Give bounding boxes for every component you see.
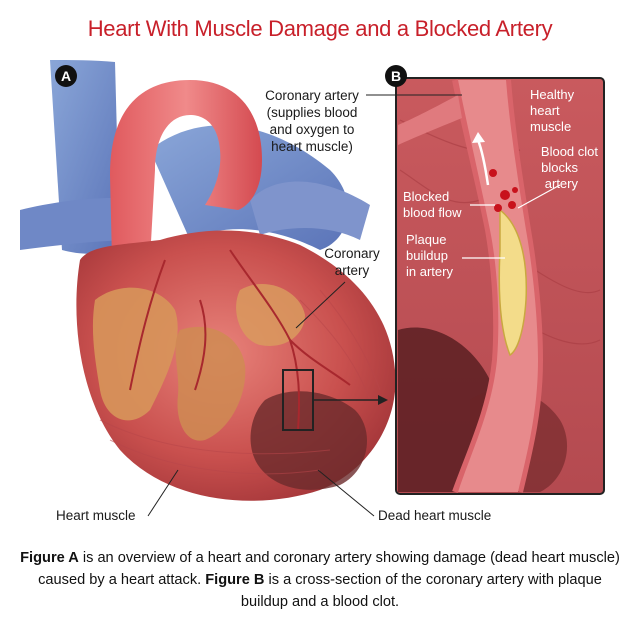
svg-text:(supplies blood: (supplies blood xyxy=(267,105,358,120)
caption-figure-b: Figure B xyxy=(205,572,265,588)
label-healthy-muscle: Healthy heart muscle xyxy=(530,87,575,134)
svg-text:in artery: in artery xyxy=(406,264,453,279)
svg-text:Blood clot: Blood clot xyxy=(541,144,598,159)
svg-text:heart muscle): heart muscle) xyxy=(271,139,353,154)
svg-text:blocks: blocks xyxy=(541,160,578,175)
figure-caption: Figure A is an overview of a heart and c… xyxy=(14,547,626,613)
svg-text:Plaque: Plaque xyxy=(406,232,446,247)
badge-a xyxy=(55,65,77,87)
svg-text:heart: heart xyxy=(530,103,560,118)
label-plaque: Plaque buildup in artery xyxy=(406,232,453,279)
label-dead-heart-muscle: Dead heart muscle xyxy=(378,508,491,523)
svg-text:Coronary: Coronary xyxy=(324,246,380,261)
badge-b xyxy=(385,65,407,87)
figure-title: Heart With Muscle Damage and a Blocked A… xyxy=(87,16,553,41)
label-blood-clot: Blood clot blocks artery xyxy=(541,144,598,191)
label-blocked-flow: Blocked blood flow xyxy=(403,189,462,220)
svg-text:Healthy: Healthy xyxy=(530,87,575,102)
label-coronary-supply: Coronary artery (supplies blood and oxyg… xyxy=(265,88,359,154)
svg-text:artery: artery xyxy=(335,263,370,278)
svg-text:and oxygen to: and oxygen to xyxy=(270,122,355,137)
svg-text:muscle: muscle xyxy=(530,119,571,134)
caption-a-text: is an overview of a heart and coronary a… xyxy=(38,550,620,588)
svg-text:artery: artery xyxy=(545,176,579,191)
figure-a-heart xyxy=(20,60,396,501)
badge-b-text: B xyxy=(391,68,401,84)
svg-text:buildup: buildup xyxy=(406,248,448,263)
badge-a-text: A xyxy=(61,68,71,84)
svg-text:Blocked: Blocked xyxy=(403,189,449,204)
svg-text:blood flow: blood flow xyxy=(403,205,462,220)
figure-b-cross-section xyxy=(395,77,605,495)
caption-b-text: is a cross-section of the coronary arter… xyxy=(240,572,602,610)
label-coronary-artery: Coronary artery xyxy=(324,246,380,278)
label-heart-muscle: Heart muscle xyxy=(56,508,136,523)
svg-text:Coronary artery: Coronary artery xyxy=(265,88,359,103)
caption-figure-a: Figure A xyxy=(20,550,79,566)
